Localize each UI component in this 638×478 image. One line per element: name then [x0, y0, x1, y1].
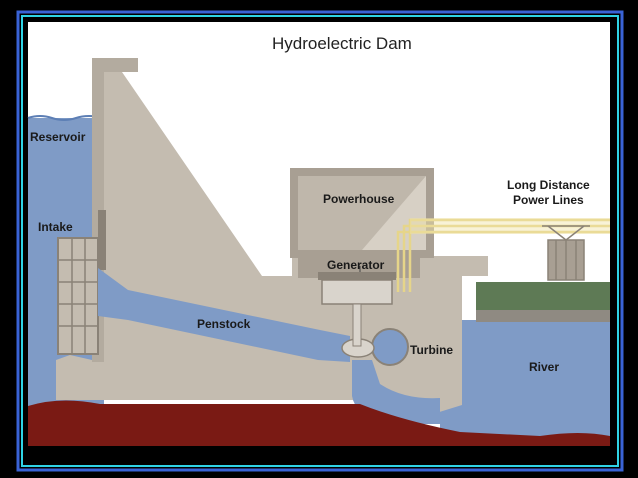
label-reservoir: Reservoir — [30, 130, 86, 144]
label-power-lines: Long Distance Power Lines — [507, 178, 590, 208]
label-generator: Generator — [327, 258, 385, 272]
label-power-lines-line1: Long Distance — [507, 178, 590, 192]
reservoir-surface — [27, 115, 105, 121]
frame-border-outer — [16, 10, 624, 472]
intake-gate — [57, 237, 99, 355]
power-lines — [396, 218, 610, 292]
power-line-band — [410, 218, 610, 234]
generator-shaft — [352, 303, 362, 347]
river-water — [440, 320, 610, 436]
rock-bank — [476, 310, 610, 322]
transmission-tower — [542, 225, 590, 281]
frame-border-inner — [21, 15, 619, 467]
label-power-lines-line2: Power Lines — [513, 193, 584, 207]
draft-tube — [352, 360, 440, 424]
turbine-housing — [371, 328, 409, 366]
generator-housing — [318, 272, 396, 280]
label-river: River — [529, 360, 560, 374]
ground — [28, 400, 610, 446]
intake-grate — [58, 238, 98, 354]
dam-crest — [92, 58, 138, 72]
dam-body — [56, 58, 488, 418]
label-powerhouse: Powerhouse — [323, 192, 395, 206]
powerhouse-shadow — [298, 176, 426, 250]
generator-body — [321, 279, 393, 305]
intake-gate-slot — [98, 210, 106, 270]
label-penstock: Penstock — [197, 317, 251, 331]
label-turbine: Turbine — [410, 343, 454, 357]
label-intake: Intake — [38, 220, 73, 234]
penstock-pipe — [98, 268, 350, 362]
diagram-title: Hydroelectric Dam — [272, 34, 412, 53]
